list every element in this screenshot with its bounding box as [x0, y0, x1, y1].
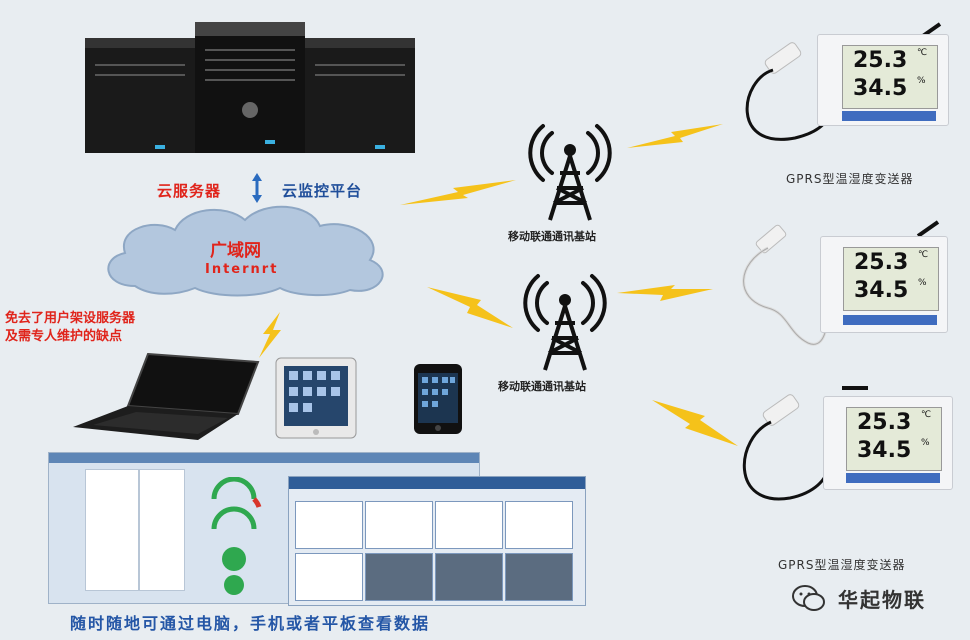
humidity-unit: % — [918, 278, 927, 288]
server-cluster — [80, 20, 420, 155]
brand-watermark: 华起物联 — [838, 584, 926, 613]
sensor-device-1: 25.3 ℃ 34.5 % — [735, 20, 960, 160]
note-line-2: 及需专人维护的缺点 — [5, 328, 122, 346]
humidity-unit: % — [917, 76, 926, 86]
note-line-1: 免去了用户架设服务器 — [5, 310, 135, 328]
temperature-unit: ℃ — [917, 48, 927, 58]
base-station-tower-icon — [520, 268, 610, 373]
lightning-icon — [615, 283, 715, 308]
wan-label: 广域网 — [210, 236, 261, 261]
base-station-label-1: 移动联通通讯基站 — [508, 228, 596, 244]
sensor-device-2: 25.3 ℃ 34.5 % — [728, 218, 960, 368]
temperature-reading: 25.3 — [853, 48, 907, 73]
temperature-reading: 25.3 — [854, 250, 908, 275]
lightning-icon — [398, 178, 518, 208]
laptop-icon — [68, 352, 263, 442]
temperature-reading: 25.3 — [857, 410, 911, 435]
sensor-probe-cable — [735, 378, 835, 518]
sensor-device-3: 25.3 ℃ 34.5 % — [735, 378, 960, 518]
antenna-icon — [913, 218, 943, 238]
humidity-reading: 34.5 — [853, 76, 907, 101]
base-station-label-2: 移动联通通讯基站 — [498, 378, 586, 394]
sensor-label-3: GPRS型温湿度变送器 — [778, 556, 906, 573]
lightning-icon — [650, 398, 740, 448]
tablet-icon — [275, 357, 357, 439]
lightning-icon — [625, 122, 725, 150]
humidity-reading: 34.5 — [857, 438, 911, 463]
temperature-unit: ℃ — [921, 410, 931, 420]
lightning-icon — [425, 285, 515, 330]
smartphone-icon — [413, 363, 463, 435]
monitoring-software-window-front — [288, 476, 586, 606]
sensor-label-1: GPRS型温湿度变送器 — [786, 170, 914, 187]
wechat-logo-icon — [792, 584, 826, 614]
internet-label: Internrt — [205, 262, 278, 277]
temperature-unit: ℃ — [918, 250, 928, 260]
gauge-panel — [199, 477, 289, 597]
base-station-tower-icon — [525, 118, 615, 223]
humidity-reading: 34.5 — [854, 278, 908, 303]
bottom-caption: 随时随地可通过电脑，手机或者平板查看数据 — [70, 610, 430, 634]
humidity-unit: % — [921, 438, 930, 448]
